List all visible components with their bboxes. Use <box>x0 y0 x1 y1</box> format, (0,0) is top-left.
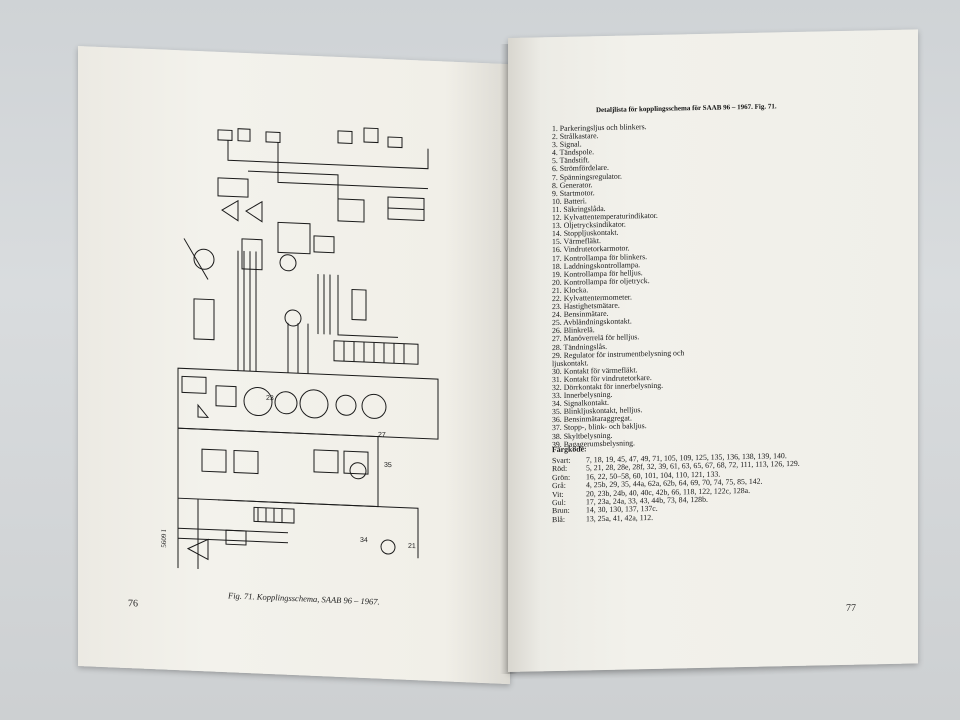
page-number-right: 77 <box>846 602 856 614</box>
page-number-left: 76 <box>128 598 138 610</box>
parts-list-title: Detaljlista för kopplingsschema för SAAB… <box>596 102 777 115</box>
wire-numbers: 13, 25a, 41, 42a, 112. <box>586 512 654 524</box>
figure-caption: Fig. 71. Kopplingsschema, SAAB 96 – 1967… <box>228 590 380 607</box>
svg-text:23: 23 <box>266 395 274 402</box>
parts-list: 1. Parkeringsljus och blinkers.2. Strålk… <box>552 122 684 449</box>
left-page: 23 27 34 35 21 5609 I Fig. 71. Kopplings… <box>78 46 510 685</box>
svg-text:34: 34 <box>360 537 368 544</box>
color-code-list: Svart:7, 18, 19, 45, 47, 49, 71, 105, 10… <box>552 451 800 524</box>
svg-text:35: 35 <box>384 462 392 469</box>
svg-text:27: 27 <box>378 432 386 439</box>
right-page: Detaljlista för kopplingsschema för SAAB… <box>508 29 918 672</box>
svg-text:21: 21 <box>408 543 416 550</box>
color-name: Blå: <box>552 514 565 524</box>
color-code-title: Färgkode: <box>552 444 587 455</box>
wiring-diagram: 23 27 34 35 21 <box>177 127 439 570</box>
diagram-code: 5609 I <box>160 529 168 548</box>
